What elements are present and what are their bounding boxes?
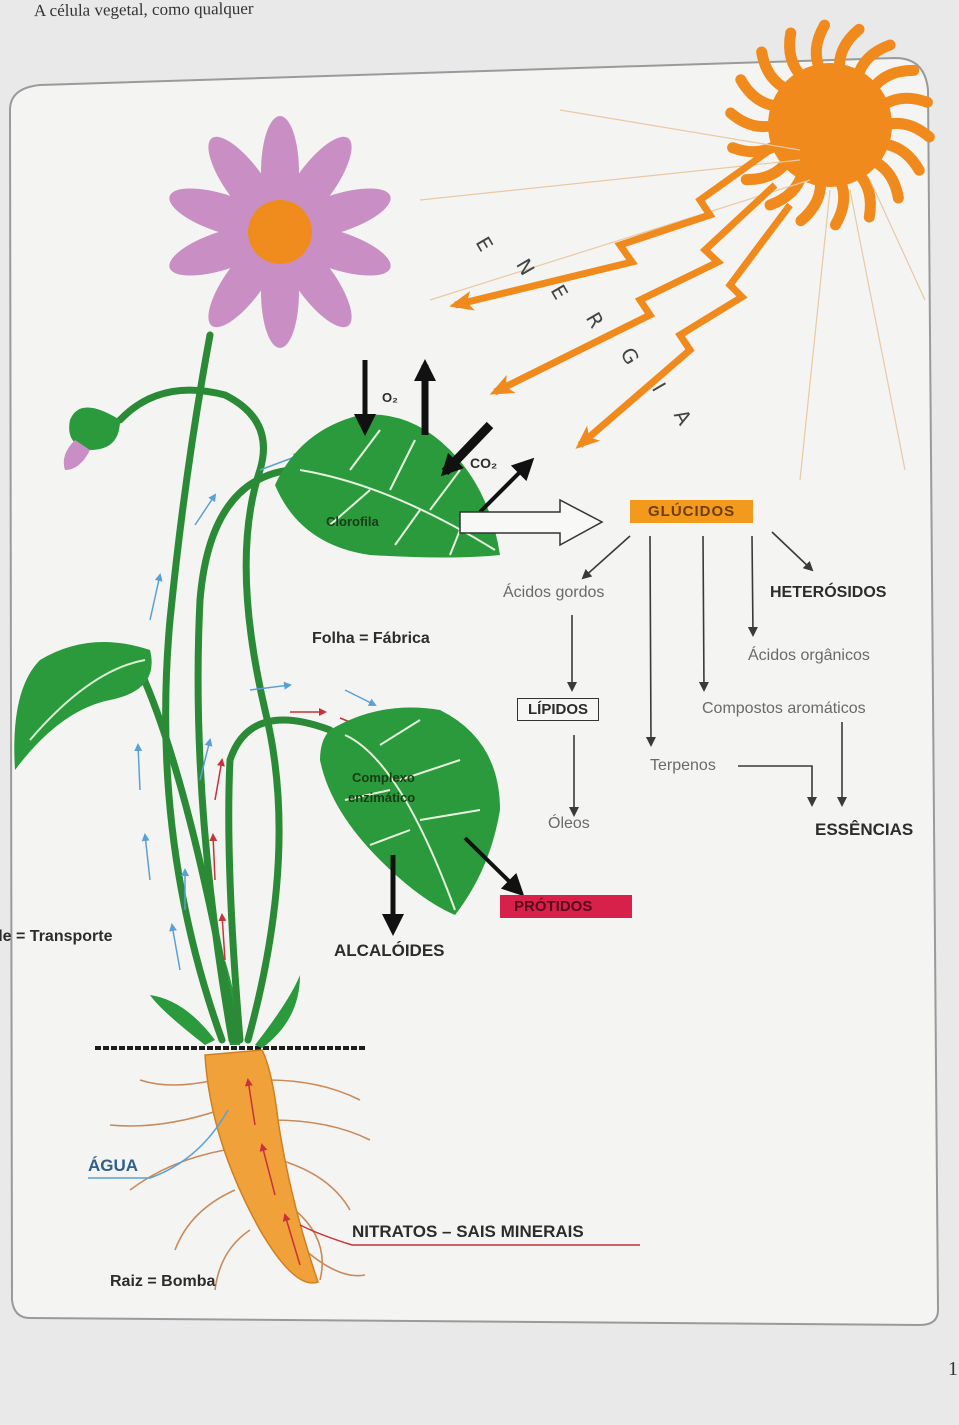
- enzymatic-complex-label-line2: enzimático: [348, 790, 415, 805]
- proteins-box: PRÓTIDOS: [500, 895, 632, 918]
- fatty-acids-label: Ácidos gordos: [503, 584, 604, 602]
- heterosides-label: HETERÓSIDOS: [770, 584, 886, 602]
- glucids-box: GLÚCIDOS: [630, 500, 753, 523]
- page-number: 1: [948, 1358, 958, 1381]
- chlorophyll-label: Clorofila: [326, 514, 379, 529]
- essences-label: ESSÊNCIAS: [815, 820, 913, 840]
- stem-transport-label: Caule = Transporte: [0, 928, 113, 946]
- enzymatic-complex-label-line1: Complexo: [352, 770, 415, 785]
- oils-label: Óleos: [548, 815, 590, 833]
- terpenes-label: Terpenos: [650, 757, 716, 775]
- alkaloids-label: ALCALÓIDES: [334, 941, 445, 961]
- organic-acids-label: Ácidos orgânicos: [748, 647, 870, 665]
- aromatic-compounds-label: Compostos aromáticos: [702, 700, 866, 718]
- header-text: A célula vegetal, como qualquer: [34, 0, 254, 21]
- co2-label: CO₂: [470, 455, 497, 471]
- root-pump-label: Raiz = Bomba: [110, 1273, 215, 1291]
- nitrates-label: NITRATOS – SAIS MINERAIS: [352, 1222, 584, 1242]
- o2-label: O₂: [382, 390, 398, 405]
- lipids-box: LÍPIDOS: [517, 698, 599, 721]
- water-label: ÁGUA: [88, 1156, 138, 1176]
- leaf-factory-label: Folha = Fábrica: [312, 630, 430, 648]
